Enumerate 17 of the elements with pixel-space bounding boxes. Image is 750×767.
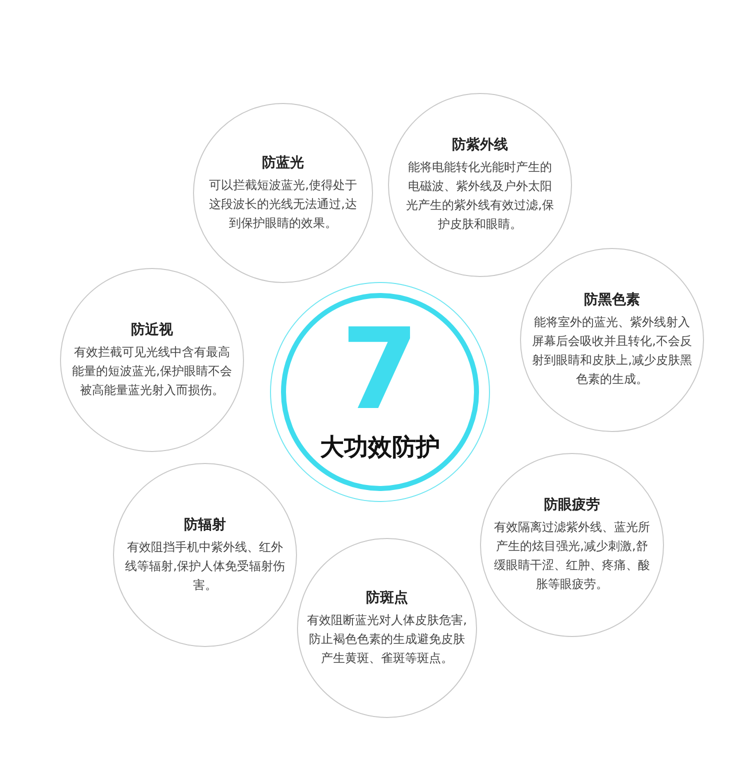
feature-description: 可以拦截短波蓝光,使得处于这段波长的光线无法通过,达到保护眼睛的效果。 [208, 176, 358, 232]
feature-description: 有效隔离过滤紫外线、蓝光所产生的炫目强光,减少刺激,舒缓眼睛干涩、红肿、疼痛、酸胀等眼疲劳。 [493, 519, 651, 593]
big-number: 7 [341, 312, 419, 428]
feature-description: 能将电能转化光能时产生的电磁波、紫外线及户外太阳光产生的紫外线有效过滤,保护皮肤和眼睛。 [405, 159, 555, 233]
feature-description: 有效阻断蓝光对人体皮肤危害,防止褐色色素的生成避免皮肤产生黄斑、雀斑等斑点。 [307, 612, 467, 666]
feature-heading: 防斑点 [366, 588, 408, 606]
feature-heading: 防紫外线 [452, 136, 508, 154]
feature-heading: 防辐射 [184, 516, 226, 534]
feature-heading: 防蓝光 [262, 154, 304, 172]
feature-heading: 防近视 [131, 320, 173, 338]
outer-ring-circle [270, 282, 490, 502]
feature-description: 有效拦截可见光线中含有最高能量的短波蓝光,保护眼睛不会被高能量蓝光射入而损伤。 [72, 344, 232, 398]
feature-heading: 防眼疲劳 [544, 496, 600, 514]
feature-description: 有效阻挡手机中紫外线、红外线等辐射,保护人体免受辐射伤害。 [125, 538, 285, 594]
feature-heading: 防黑色素 [584, 291, 640, 309]
feature-description: 能将室外的蓝光、紫外线射入屏幕后会吸收并且转化,不会反射到眼睛和皮肤上,减少皮肤黑色素的生成。 [532, 314, 692, 388]
center-title: 大功效防护 [320, 432, 440, 462]
